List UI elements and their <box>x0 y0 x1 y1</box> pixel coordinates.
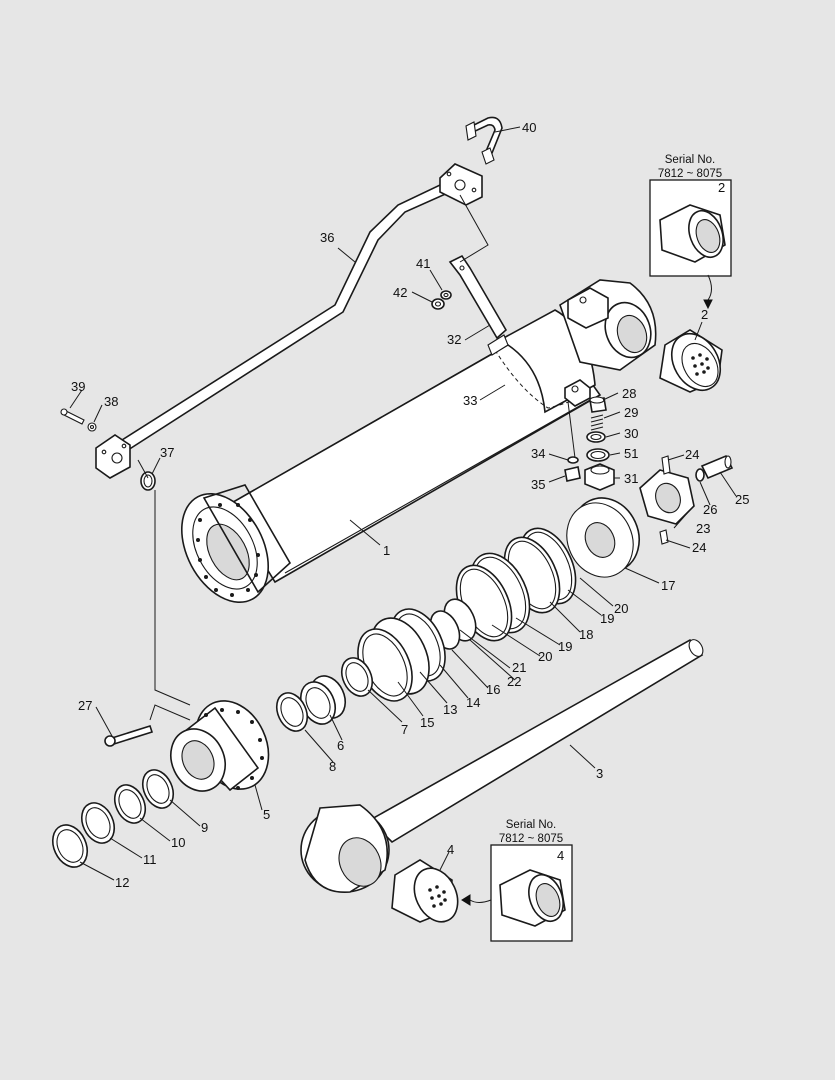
bolt-35 <box>564 466 581 482</box>
inset-bottom-serial-label: Serial No. <box>506 819 557 831</box>
callout-30: 30 <box>624 426 638 441</box>
piston-rod-3 <box>300 638 704 893</box>
bushing-2 <box>659 329 723 393</box>
callout-25: 25 <box>735 492 749 507</box>
oring-30 <box>586 431 606 443</box>
washer-34 <box>567 456 579 464</box>
inset-top-serial-range: 7812 ~ 8075 <box>658 168 722 180</box>
washer-41 <box>440 290 452 300</box>
callout-41: 41 <box>416 256 430 271</box>
inset-top <box>649 179 732 277</box>
callout-27: 27 <box>78 698 92 713</box>
leader-lines <box>69 126 737 881</box>
callout-18: 18 <box>579 627 593 642</box>
callout-40: 40 <box>522 120 536 135</box>
piston-17 <box>566 497 640 578</box>
callout-17: 17 <box>661 578 675 593</box>
u-bolt-40 <box>465 116 503 165</box>
callout-8: 8 <box>329 759 336 774</box>
nut-42 <box>431 298 445 310</box>
callout-22: 22 <box>507 674 521 689</box>
inset-bottom-part-number: 4 <box>557 848 564 863</box>
ring-8 <box>275 692 309 732</box>
pipe-flange-left <box>95 434 131 479</box>
callout-21: 21 <box>512 660 526 675</box>
callout-20b: 20 <box>538 649 552 664</box>
callout-10: 10 <box>171 835 185 850</box>
callout-1: 1 <box>383 543 390 558</box>
oring-51 <box>586 448 610 462</box>
rings-9-12 <box>51 769 175 868</box>
oring-26 <box>695 468 705 482</box>
callout-31: 31 <box>624 471 638 486</box>
pipe-flange-top <box>439 163 483 206</box>
callout-16: 16 <box>486 682 500 697</box>
callout-3: 3 <box>596 766 603 781</box>
oring-37 <box>140 471 156 491</box>
inset-top-arrow <box>707 274 712 301</box>
callout-4: 4 <box>447 842 454 857</box>
callout-23: 23 <box>696 521 710 536</box>
callout-14: 14 <box>466 695 480 710</box>
bolt-39 <box>60 408 85 425</box>
bushing-4 <box>391 859 459 923</box>
callout-34: 34 <box>531 446 545 461</box>
rod-cover-5 <box>170 700 270 792</box>
callout-12: 12 <box>115 875 129 890</box>
inset-bottom <box>490 844 573 942</box>
callout-20a: 20 <box>614 601 628 616</box>
callout-19b: 19 <box>558 639 572 654</box>
callout-2: 2 <box>701 307 708 322</box>
setscrew-24-bottom <box>659 529 669 545</box>
spring-29 <box>590 414 604 431</box>
washer-38 <box>87 422 97 432</box>
nut-23 <box>639 469 695 525</box>
callout-11: 11 <box>143 852 157 867</box>
callout-29: 29 <box>624 405 638 420</box>
inset-top-part-number: 2 <box>718 180 725 195</box>
callout-19a: 19 <box>600 611 614 626</box>
bracket-32 <box>448 254 509 356</box>
callout-24-top: 24 <box>685 447 699 462</box>
callout-7: 7 <box>401 722 408 737</box>
callout-37: 37 <box>160 445 174 460</box>
inset-bottom-arrowhead <box>461 894 471 906</box>
callout-5: 5 <box>263 807 270 822</box>
inset-bottom-arrow <box>469 899 492 903</box>
fitting-28 <box>589 396 607 413</box>
callout-28: 28 <box>622 386 636 401</box>
setscrew-24-top <box>661 455 671 475</box>
callout-32: 32 <box>447 332 461 347</box>
cylinder-tube-1 <box>180 279 657 604</box>
piston-rings <box>429 527 577 650</box>
ring-7 <box>340 657 374 697</box>
callout-6: 6 <box>337 738 344 753</box>
inset-bottom-serial-range: 7812 ~ 8075 <box>499 833 563 845</box>
callout-36: 36 <box>320 230 334 245</box>
callout-13: 13 <box>443 702 457 717</box>
callout-26: 26 <box>703 502 717 517</box>
pin-25 <box>700 454 734 480</box>
callout-39: 39 <box>71 379 85 394</box>
callout-15: 15 <box>420 715 434 730</box>
inset-top-arrowhead <box>703 299 713 310</box>
callout-42: 42 <box>393 285 407 300</box>
plug-31 <box>584 463 615 491</box>
inset-top-serial-label: Serial No. <box>665 154 716 166</box>
callout-38: 38 <box>104 394 118 409</box>
bushing-6 <box>299 675 347 725</box>
callout-33: 33 <box>463 393 477 408</box>
bolt-27 <box>104 725 154 747</box>
callout-24-bottom: 24 <box>692 540 706 555</box>
callout-51: 51 <box>624 446 638 461</box>
callout-9: 9 <box>201 820 208 835</box>
callout-35: 35 <box>531 477 545 492</box>
